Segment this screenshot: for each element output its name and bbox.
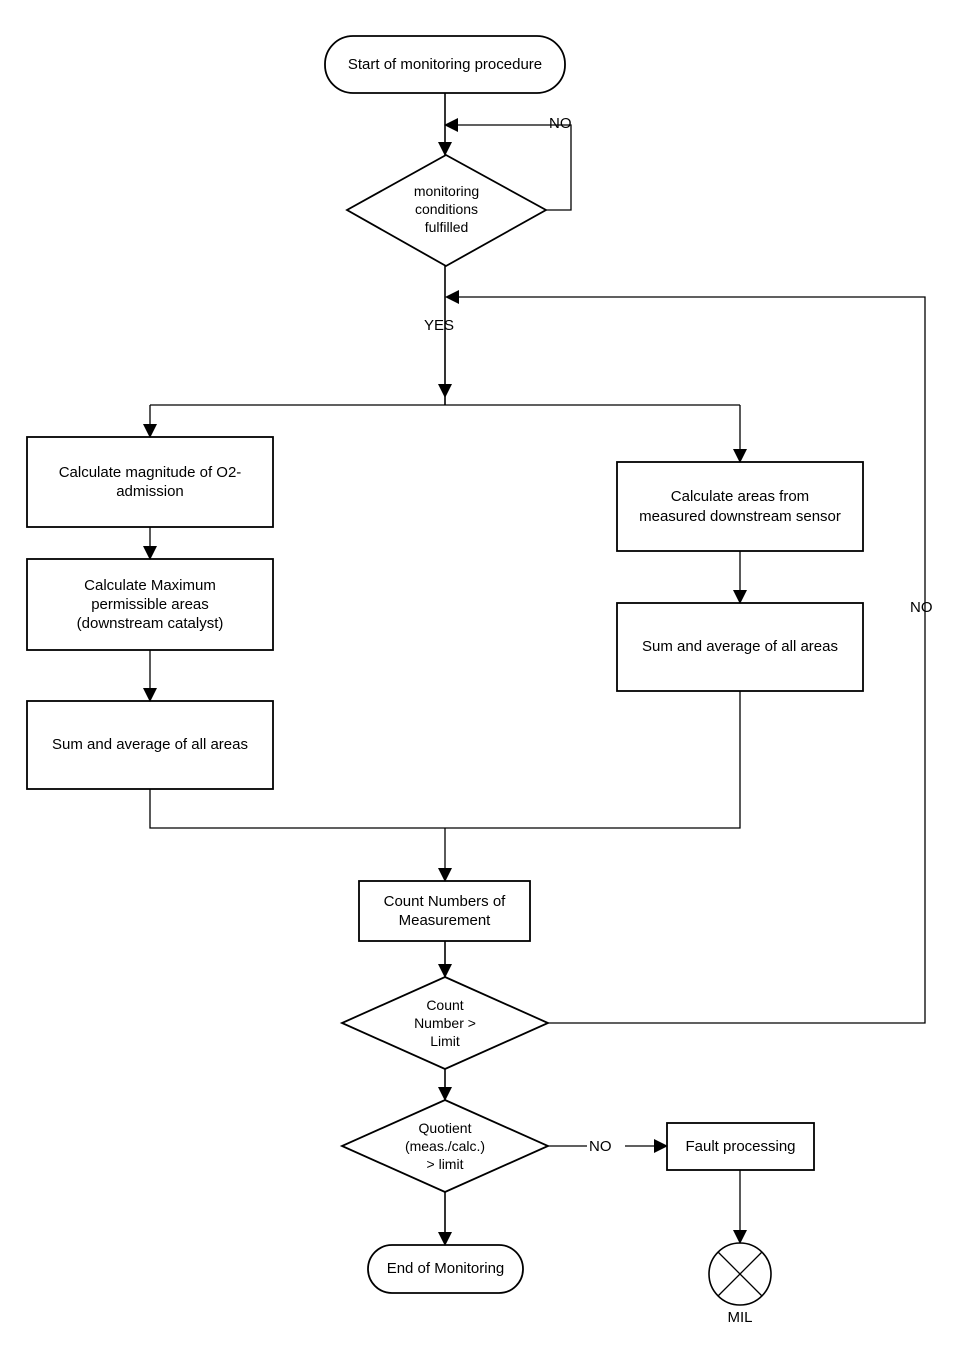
edge-fault-to-mil <box>733 1170 747 1244</box>
node-start-shape[interactable] <box>324 35 566 94</box>
edge-split-bar <box>143 404 747 463</box>
edge-label-condition-no: NO <box>549 115 572 132</box>
edge-count-to-count-limit <box>438 941 452 978</box>
node-end-shape[interactable] <box>367 1244 524 1294</box>
node-monitoring-conditions-shape[interactable] <box>345 153 548 268</box>
node-quotient-shape[interactable] <box>339 1099 551 1193</box>
edge-label-count-limit-no: NO <box>910 599 933 616</box>
edge-label-condition-yes: YES <box>424 317 455 334</box>
edge-condition-no-loop <box>444 118 572 211</box>
node-sum-left-shape[interactable] <box>26 700 274 790</box>
node-calculate-areas-shape[interactable] <box>616 461 864 552</box>
edge-label-quotient-no: NO <box>589 1138 612 1155</box>
edge-calc-o2-to-calc-max <box>143 527 157 560</box>
edge-start-to-condition <box>438 93 452 156</box>
node-calculate-o2-shape[interactable] <box>26 436 274 528</box>
edge-condition-yes <box>438 266 452 405</box>
edge-quotient-no-to-fault <box>548 1139 668 1153</box>
node-count-numbers-shape[interactable] <box>358 880 531 942</box>
edge-count-limit-to-quotient <box>438 1069 452 1101</box>
edge-calc-areas-to-sum-right <box>733 551 747 604</box>
edge-quotient-to-end <box>438 1192 452 1246</box>
node-calculate-max-shape[interactable] <box>26 558 274 651</box>
edge-join-bar <box>149 691 741 882</box>
edge-count-limit-no-loop <box>445 290 926 1024</box>
node-mil-shape[interactable] <box>708 1242 772 1306</box>
node-fault-processing-shape[interactable] <box>666 1122 815 1171</box>
node-sum-right-shape[interactable] <box>616 602 864 692</box>
node-count-limit-shape[interactable] <box>339 976 551 1070</box>
edge-calc-max-to-sum-left <box>143 650 157 702</box>
